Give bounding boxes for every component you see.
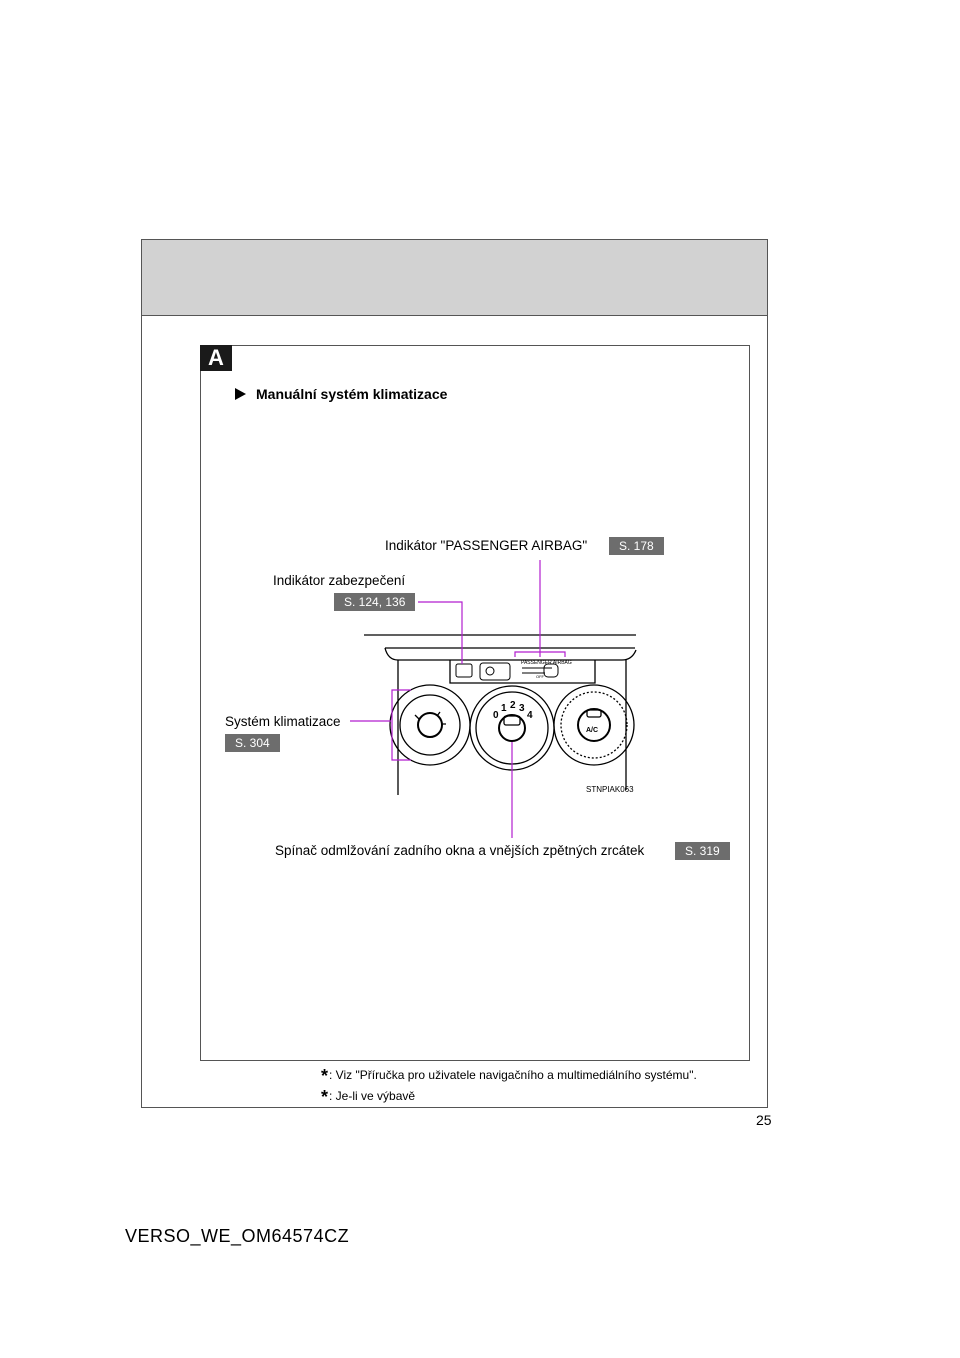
triangle-bullet-icon bbox=[235, 388, 246, 400]
dashboard-outline bbox=[364, 634, 637, 795]
fan-dial-label-1: 1 bbox=[501, 703, 507, 714]
image-code: STNPIAK063 bbox=[586, 785, 634, 794]
callout-leader-lines bbox=[350, 560, 566, 838]
fan-dial-label-3: 3 bbox=[519, 703, 525, 714]
climate-system-label: Systém klimatizace bbox=[225, 714, 341, 729]
ac-dial bbox=[553, 684, 635, 766]
document-code: VERSO_WE_OM64574CZ bbox=[125, 1226, 350, 1246]
footnote-2-marker: * bbox=[321, 1087, 329, 1107]
footnote-2: *: Je-li ve výbavě bbox=[321, 1087, 415, 1108]
left-mode-dial bbox=[389, 684, 471, 766]
section-heading-text: Manuální systém klimatizace bbox=[256, 386, 448, 402]
footnote-1: *: Viz "Příručka pro uživatele navigační… bbox=[321, 1066, 697, 1087]
airbag-indicator-label: Indikátor "PASSENGER AIRBAG" bbox=[385, 538, 588, 553]
section-box bbox=[200, 345, 750, 1061]
defogger-switch-label: Spínač odmlžování zadního okna a vnějšíc… bbox=[275, 843, 645, 858]
security-indicator-page-ref[interactable]: S. 124, 136 bbox=[334, 593, 416, 611]
section-heading: Manuální systém klimatizace bbox=[235, 386, 447, 402]
section-tab: A bbox=[200, 345, 232, 371]
panel-off-text: OFF bbox=[536, 674, 545, 679]
footnote-1-marker: * bbox=[321, 1066, 329, 1086]
footnote-1-text: : Viz "Příručka pro uživatele navigačníh… bbox=[329, 1068, 697, 1082]
defogger-switch-page-ref[interactable]: S. 319 bbox=[675, 842, 730, 860]
footnote-2-text: : Je-li ve výbavě bbox=[329, 1089, 416, 1103]
indicator-strip bbox=[455, 662, 559, 681]
fan-dial-label-0: 0 bbox=[493, 710, 499, 721]
airbag-indicator-page-ref[interactable]: S. 178 bbox=[609, 537, 664, 555]
ac-label: A/C bbox=[586, 727, 598, 734]
security-indicator-label: Indikátor zabezpečení bbox=[273, 573, 406, 588]
climate-system-page-ref[interactable]: S. 304 bbox=[225, 734, 280, 752]
page-frame bbox=[141, 239, 768, 1108]
fan-dial-label-2: 2 bbox=[510, 700, 516, 711]
fan-dial-label-4: 4 bbox=[527, 710, 533, 721]
panel-airbag-text: PASSENGER AIRBAG bbox=[521, 660, 572, 666]
page-number: 25 bbox=[756, 1112, 772, 1128]
header-band bbox=[142, 240, 767, 316]
